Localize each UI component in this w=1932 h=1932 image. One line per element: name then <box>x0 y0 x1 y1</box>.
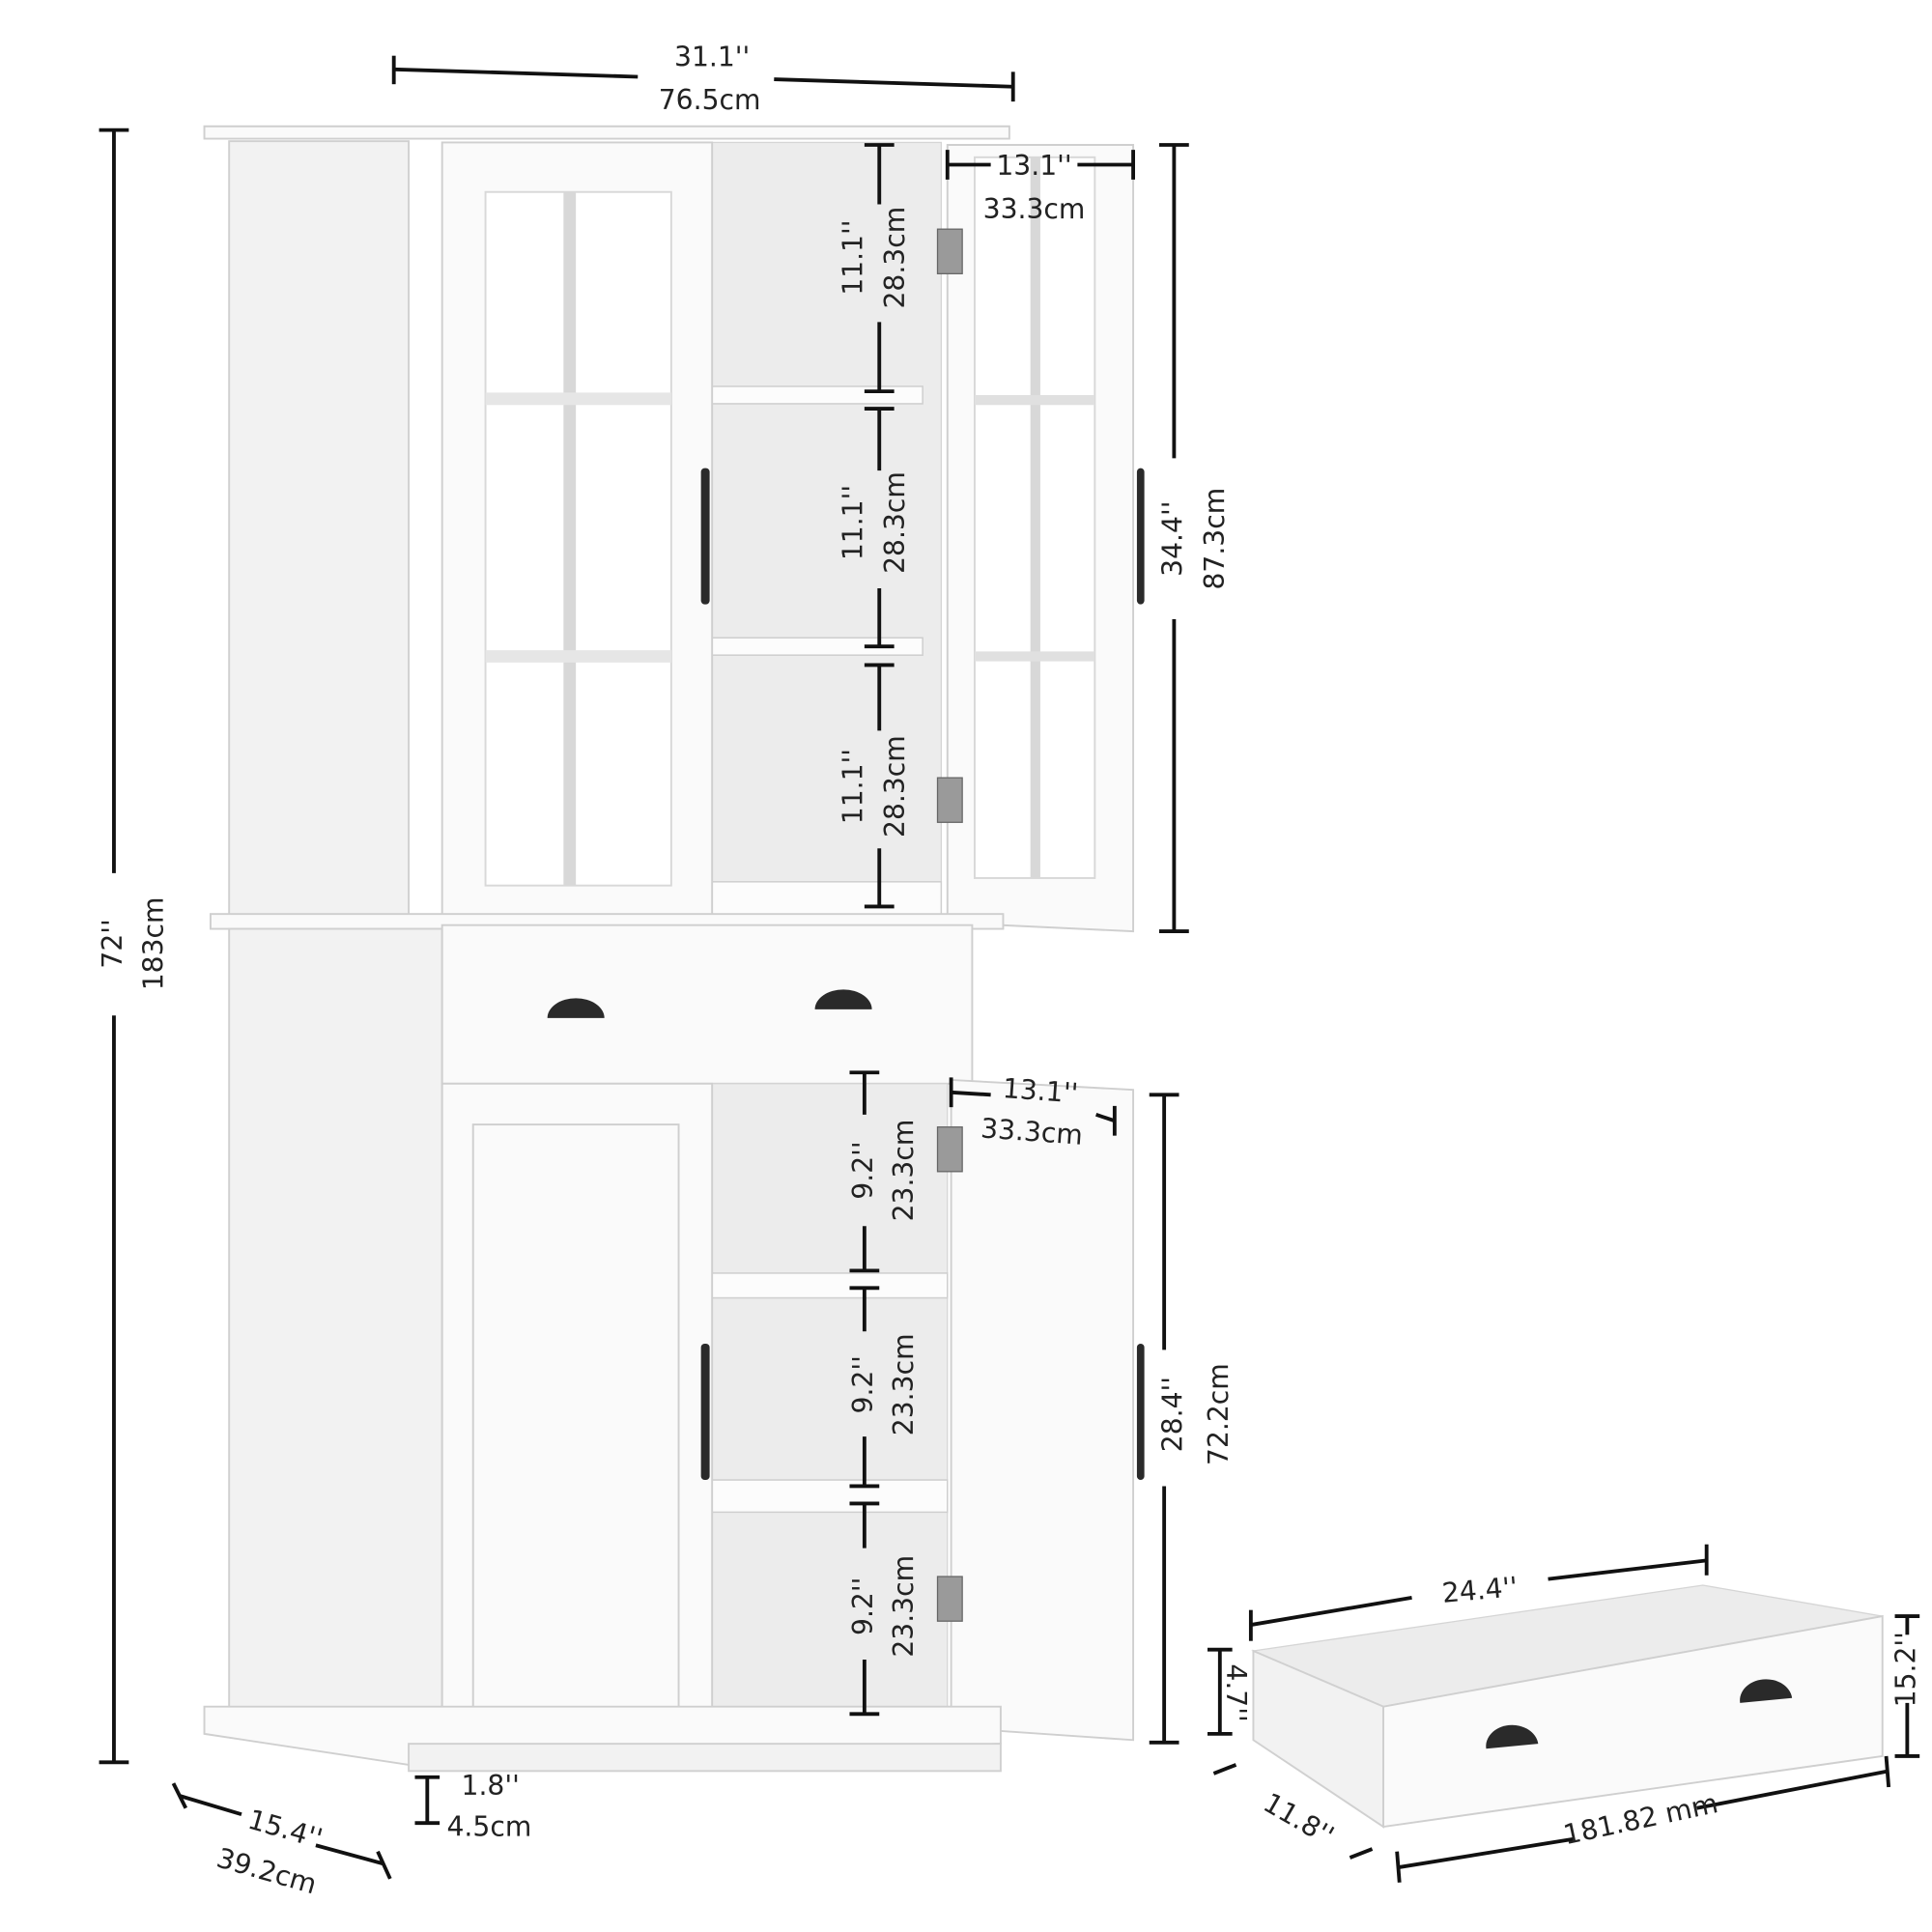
upper-left-glass <box>484 190 672 887</box>
drawer-pull <box>1486 1724 1539 1749</box>
lower-door-width-in-label: 13.1'' <box>1002 1072 1079 1109</box>
lower-gap-cm-label: 23.3cm <box>888 1333 920 1435</box>
base-front <box>408 1743 1002 1773</box>
upper-gap-in-label: 11.1'' <box>838 485 869 560</box>
upper-bottom <box>711 881 943 918</box>
base-height-in-label: 1.8'' <box>462 1770 520 1802</box>
upper-gap-in-label: 11.1'' <box>838 749 869 824</box>
lower-door-height-in-label: 28.4'' <box>1156 1377 1188 1452</box>
lower-interior <box>711 1083 949 1729</box>
lower-gap-cm-label: 23.3cm <box>888 1120 920 1222</box>
cabinet-illustration <box>203 125 1145 1773</box>
height-in-label: 72'' <box>97 919 128 968</box>
drawer-height-label: 4.7'' <box>1220 1663 1252 1721</box>
height-cm-label: 183cm <box>137 897 169 991</box>
door-handle <box>700 1344 710 1481</box>
upper-gap-cm-label: 28.3cm <box>879 735 911 838</box>
drawer-front-panel <box>1382 1614 1884 1829</box>
hinge <box>936 228 963 274</box>
lower-door-width-cm-label: 33.3cm <box>980 1112 1084 1151</box>
upper-door-width-cm-label: 33.3cm <box>983 193 1086 225</box>
door-handle <box>1136 1344 1145 1481</box>
drawer-depth-label: 11.8'' <box>1258 1786 1339 1852</box>
lower-shelf <box>711 1272 949 1299</box>
lower-left-door-panel <box>471 1123 680 1726</box>
upper-gap-in-label: 11.1'' <box>838 220 869 296</box>
width-in-label: 31.1'' <box>674 41 750 72</box>
dimension-lines <box>99 55 1920 1883</box>
lower-shelf <box>711 1479 949 1514</box>
base-height-cm-label: 4.5cm <box>447 1810 532 1842</box>
hinge <box>936 1576 963 1622</box>
upper-interior <box>711 141 943 918</box>
door-handle <box>700 468 710 605</box>
lower-right-door <box>950 1078 1135 1742</box>
upper-gap-cm-label: 28.3cm <box>879 207 911 309</box>
lower-gap-in-label: 9.2'' <box>847 1141 879 1199</box>
hinge <box>936 1126 963 1173</box>
drawer-pull <box>547 998 605 1018</box>
hinge <box>936 777 963 823</box>
upper-shelf <box>711 385 923 405</box>
lower-door-height-cm-label: 72.2cm <box>1203 1363 1235 1465</box>
drawer-front <box>440 923 974 1085</box>
lower-gap-in-label: 9.2'' <box>847 1577 879 1635</box>
lower-gap-cm-label: 23.3cm <box>888 1555 920 1658</box>
width-cm-label: 76.5cm <box>659 84 761 116</box>
upper-side-panel <box>228 140 411 917</box>
drawer-front-height-label: 15.2'' <box>1889 1632 1921 1707</box>
dimension-labels: 31.1'' 76.5cm 72'' 183cm 13.1'' 33.3cm 3… <box>97 41 1921 1900</box>
upper-door-height-in-label: 34.4'' <box>1156 501 1188 577</box>
top-board <box>203 125 1010 140</box>
depth-in-label: 15.4'' <box>244 1804 326 1855</box>
lower-side-panel <box>228 927 443 1711</box>
door-handle <box>1136 468 1145 605</box>
upper-gap-cm-label: 28.3cm <box>879 471 911 574</box>
lower-gap-in-label: 9.2'' <box>847 1355 879 1413</box>
drawer-illustration <box>1251 1584 1884 1829</box>
drawer-pull <box>814 989 872 1009</box>
drawer-width-label: 24.4'' <box>1440 1571 1519 1609</box>
upper-door-height-cm-label: 87.3cm <box>1199 488 1231 590</box>
upper-door-width-in-label: 13.1'' <box>996 150 1071 182</box>
drawer-pull <box>1740 1679 1793 1703</box>
